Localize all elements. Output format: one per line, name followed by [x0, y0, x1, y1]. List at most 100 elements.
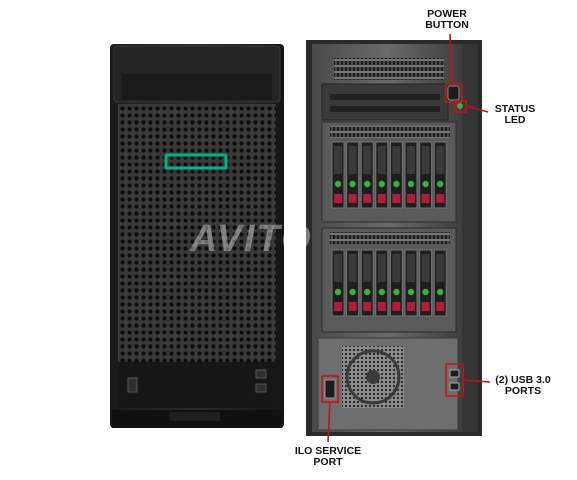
drive-bay[interactable] [404, 249, 418, 317]
rear-pcie-slot-1 [330, 94, 440, 100]
drive-carrier-grille [436, 146, 445, 174]
drive-status-led [407, 180, 415, 188]
drive-carrier-grille [407, 146, 415, 174]
drive-carrier-grille [334, 146, 342, 174]
drive-carrier-grille [421, 146, 430, 174]
drive-release-latch[interactable] [348, 194, 357, 203]
drive-release-latch[interactable] [407, 302, 415, 311]
drive-status-led [407, 288, 415, 296]
drive-bay[interactable] [419, 249, 433, 317]
front-lower-panel [118, 362, 276, 408]
drive-carrier-grille [363, 146, 372, 174]
drive-release-latch[interactable] [392, 194, 401, 203]
hpe-logo-bar [164, 153, 228, 170]
drive-cage-upper-header [330, 126, 450, 138]
drive-cage-lower-header [330, 232, 450, 244]
status-led-leader [465, 105, 489, 113]
drive-bay[interactable] [389, 141, 403, 209]
drive-status-led [378, 180, 385, 188]
front-port-right-1 [255, 369, 267, 379]
power-button[interactable] [447, 85, 460, 101]
power-button-highlight [445, 83, 463, 103]
drive-status-led [334, 288, 342, 296]
drive-bay[interactable] [389, 249, 403, 317]
drive-bay[interactable] [433, 141, 447, 209]
front-view [110, 44, 284, 428]
status-led-callout-line2: LED [504, 114, 526, 126]
drive-bay[interactable] [375, 249, 389, 317]
drive-release-latch[interactable] [421, 194, 430, 203]
psu-fan [345, 349, 401, 405]
drive-release-latch[interactable] [407, 194, 415, 203]
drive-bay[interactable] [404, 141, 418, 209]
drive-bay[interactable] [360, 249, 374, 317]
power-button-leader [449, 33, 453, 85]
drive-bay[interactable] [331, 249, 345, 317]
drive-bay[interactable] [346, 249, 360, 317]
drive-status-led [393, 180, 400, 188]
callout-lines [321, 33, 491, 443]
front-port-left [127, 377, 138, 393]
drive-bay[interactable] [346, 141, 360, 209]
front-perforated-grille [118, 104, 276, 362]
drive-bay[interactable] [375, 141, 389, 209]
drive-release-latch[interactable] [377, 302, 386, 311]
usb-port-1[interactable] [449, 369, 460, 378]
usb-ports-callout: (2) USB 3.0 PORTS [488, 375, 558, 397]
drive-bay[interactable] [360, 141, 374, 209]
drive-bays-lower [331, 249, 447, 317]
ilo-port-callout-line1: ILO SERVICE [294, 445, 362, 457]
front-top-cap-recess [122, 74, 272, 100]
drive-status-led [334, 180, 342, 188]
drive-carrier-grille [436, 254, 445, 282]
front-port-right-2 [255, 383, 267, 393]
status-led-highlight [454, 100, 467, 113]
rear-pcie-slot-area [321, 83, 449, 121]
usb-ports-leader [462, 379, 491, 383]
drive-release-latch[interactable] [436, 302, 445, 311]
drive-bay[interactable] [331, 141, 345, 209]
drive-carrier-grille [348, 254, 357, 282]
drive-release-latch[interactable] [334, 302, 342, 311]
drive-carrier-grille [334, 254, 342, 282]
drive-carrier-grille [363, 254, 372, 282]
drive-release-latch[interactable] [363, 302, 372, 311]
usb-port-2[interactable] [449, 382, 460, 391]
drive-carrier-grille [377, 254, 386, 282]
drive-release-latch[interactable] [377, 194, 386, 203]
drive-carrier-grille [392, 254, 401, 282]
drive-carrier-grille [421, 254, 430, 282]
status-led [457, 103, 463, 109]
drive-release-latch[interactable] [392, 302, 401, 311]
drive-release-latch[interactable] [421, 302, 430, 311]
drive-bays-upper [331, 141, 447, 209]
drive-release-latch[interactable] [334, 194, 342, 203]
drive-carrier-grille [377, 146, 386, 174]
status-led-callout-line1: STATUS [494, 103, 536, 115]
ilo-service-port[interactable] [324, 379, 336, 399]
drive-bay[interactable] [419, 141, 433, 209]
drive-bay[interactable] [433, 249, 447, 317]
drive-status-led [393, 288, 400, 296]
avito-watermark: AVITO [190, 218, 313, 260]
power-button-callout: POWER BUTTON [416, 9, 478, 31]
drive-status-led [422, 180, 429, 188]
power-button-callout-line1: POWER [427, 8, 467, 20]
rear-view [306, 40, 482, 436]
drive-release-latch[interactable] [363, 194, 372, 203]
drive-status-led [437, 288, 444, 296]
drive-status-led [364, 288, 371, 296]
drive-release-latch[interactable] [436, 194, 445, 203]
rear-side-frame [462, 44, 478, 432]
drive-status-led [422, 288, 429, 296]
power-button-callout-line2: BUTTON [425, 19, 469, 31]
drive-carrier-grille [348, 146, 357, 174]
rear-top-vent [334, 58, 444, 80]
status-led-callout: STATUS LED [488, 104, 542, 126]
psu-fan-hub [366, 370, 380, 384]
front-base-label [170, 412, 220, 421]
drive-release-latch[interactable] [348, 302, 357, 311]
ilo-port-callout-line2: PORT [313, 456, 343, 468]
